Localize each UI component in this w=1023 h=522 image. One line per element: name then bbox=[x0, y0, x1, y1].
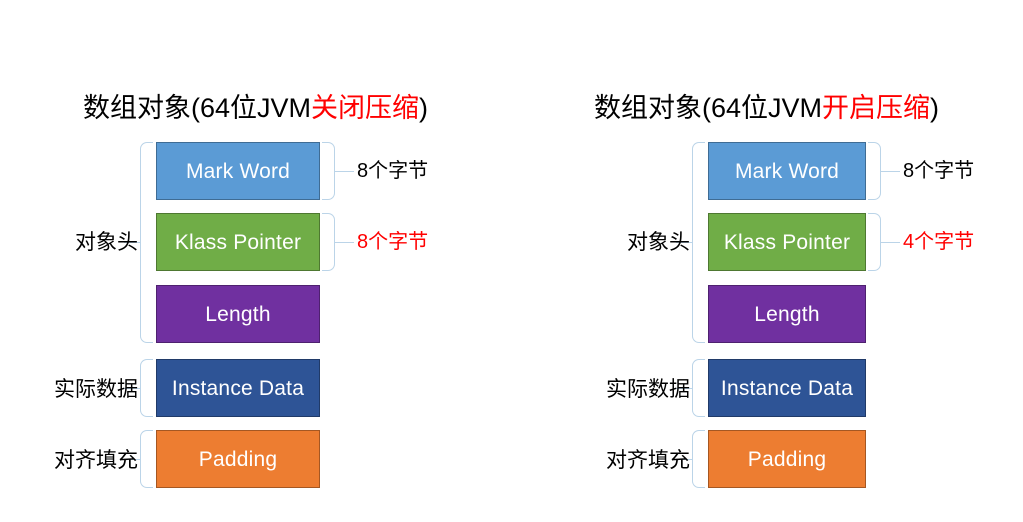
row-label-instance-data: 实际数据 bbox=[606, 378, 690, 401]
row-label-alignment-padding: 对齐填充 bbox=[54, 449, 138, 472]
klass-pointer-size-tick bbox=[334, 242, 354, 243]
row-label-object-header: 对象头 bbox=[627, 231, 690, 254]
box-length: Length bbox=[156, 285, 320, 343]
box-instance-data: Instance Data bbox=[708, 359, 866, 417]
byte-label-klass-pointer: 8个字节 bbox=[357, 231, 429, 253]
title-highlight-text: 关闭压缩 bbox=[311, 93, 420, 123]
byte-label-klass-pointer: 4个字节 bbox=[903, 231, 975, 253]
klass-pointer-size-tick bbox=[880, 242, 900, 243]
box-mark-word: Mark Word bbox=[156, 142, 320, 200]
instance-data-bracket-tick bbox=[676, 388, 693, 389]
object-header-bracket-tick bbox=[124, 242, 141, 243]
object-header-bracket-tick bbox=[676, 242, 693, 243]
box-mark-word: Mark Word bbox=[708, 142, 866, 200]
title-highlight-text: 开启压缩 bbox=[822, 93, 931, 123]
instance-data-bracket-tick bbox=[124, 388, 141, 389]
column-title-compression-enabled: 数组对象(64位JVM开启压缩) bbox=[511, 91, 1022, 125]
title-prefix-text: 数组对象(64位JVM bbox=[593, 93, 823, 123]
padding-bracket bbox=[140, 430, 153, 488]
object-header-bracket bbox=[692, 142, 705, 343]
byte-label-mark-word: 8个字节 bbox=[357, 160, 429, 182]
instance-data-bracket bbox=[140, 359, 153, 417]
padding-bracket bbox=[692, 430, 705, 488]
box-klass-pointer: Klass Pointer bbox=[156, 213, 320, 271]
diagram-column-compression-enabled: 数组对象(64位JVM开启压缩) 对象头 实际数据 对齐填充 Mark Word… bbox=[511, 0, 1022, 522]
row-label-alignment-padding: 对齐填充 bbox=[606, 449, 690, 472]
padding-bracket-tick bbox=[676, 459, 693, 460]
box-instance-data: Instance Data bbox=[156, 359, 320, 417]
title-suffix-text: ) bbox=[419, 93, 429, 123]
row-label-instance-data: 实际数据 bbox=[54, 378, 138, 401]
mark-word-size-tick bbox=[334, 171, 354, 172]
box-length: Length bbox=[708, 285, 866, 343]
box-padding: Padding bbox=[708, 430, 866, 488]
column-title-compression-disabled: 数组对象(64位JVM关闭压缩) bbox=[0, 91, 511, 125]
padding-bracket-tick bbox=[124, 459, 141, 460]
mark-word-size-tick bbox=[880, 171, 900, 172]
box-padding: Padding bbox=[156, 430, 320, 488]
diagram-column-compression-disabled: 数组对象(64位JVM关闭压缩) 对象头 实际数据 对齐填充 Mark Word… bbox=[0, 0, 511, 522]
object-header-bracket bbox=[140, 142, 153, 343]
title-suffix-text: ) bbox=[930, 93, 940, 123]
row-label-object-header: 对象头 bbox=[75, 231, 138, 254]
box-klass-pointer: Klass Pointer bbox=[708, 213, 866, 271]
byte-label-mark-word: 8个字节 bbox=[903, 160, 975, 182]
title-prefix-text: 数组对象(64位JVM bbox=[82, 93, 312, 123]
instance-data-bracket bbox=[692, 359, 705, 417]
